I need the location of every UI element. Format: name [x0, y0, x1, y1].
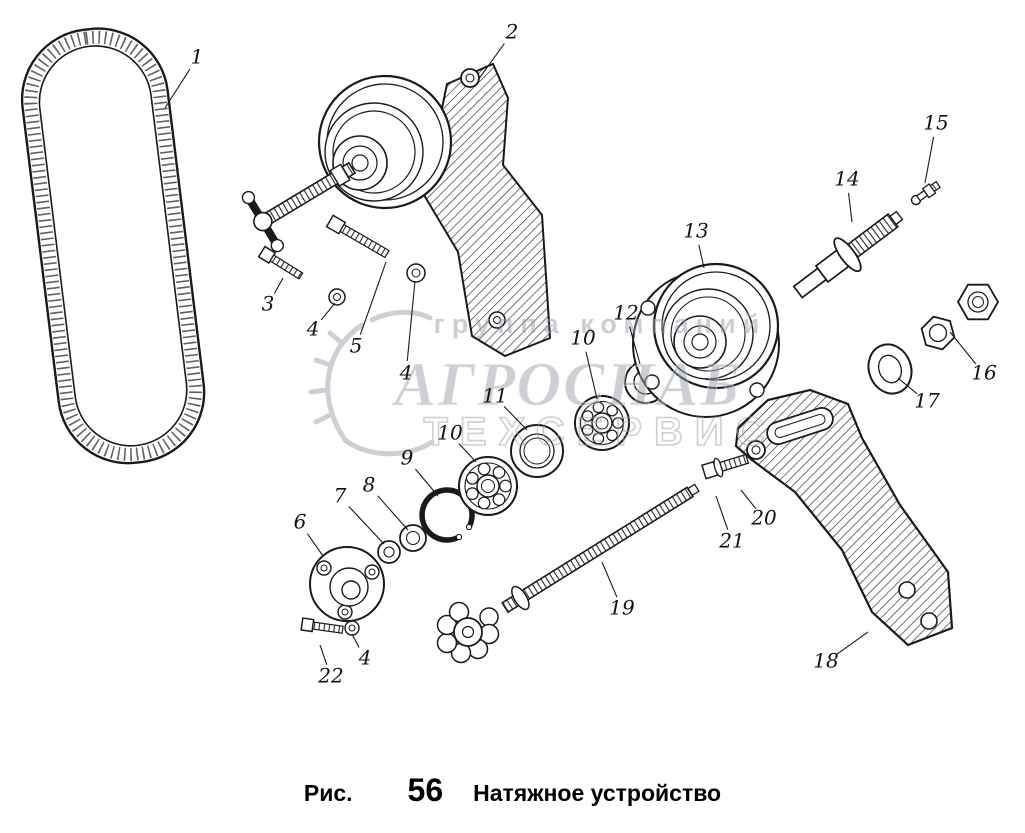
- washer-17: [867, 343, 913, 395]
- leader-line-10: [585, 351, 598, 400]
- callout-label-15: 15: [923, 111, 948, 135]
- leader-line-16: [949, 331, 977, 365]
- leader-line-17: [897, 377, 918, 395]
- callout-label-1: 1: [191, 45, 204, 69]
- pulley-13: [632, 262, 780, 418]
- callout-label-18: 18: [813, 649, 838, 673]
- callout-label-4: 4: [306, 317, 320, 341]
- leader-line-20: [740, 489, 757, 510]
- leader-line-2: [477, 43, 505, 81]
- leader-line-3: [273, 277, 284, 294]
- star-knob: [436, 601, 500, 664]
- watermark: группа компаний АГРОСНАБ ТЕХСЕРВИС: [308, 309, 776, 457]
- caption-title: Натяжное устройство: [473, 780, 722, 806]
- callout-label-17: 17: [914, 389, 940, 413]
- bearing-10b: [574, 395, 630, 451]
- watermark-laurel-icon: [308, 309, 435, 457]
- callout-label-13: 13: [683, 219, 708, 243]
- leader-line-21: [715, 495, 729, 530]
- callout-label-12: 12: [613, 301, 638, 325]
- washer-7: [377, 540, 401, 564]
- nut-16b: [956, 283, 1000, 321]
- callout-label-19: 19: [609, 596, 635, 620]
- leader-line-9: [414, 468, 439, 497]
- callout-label-4: 4: [358, 646, 372, 670]
- callout-label-7: 7: [334, 484, 347, 508]
- leader-line-6: [306, 533, 324, 557]
- leader-line-22: [319, 644, 328, 665]
- callout-label-4: 4: [399, 361, 413, 385]
- adjusting-screw: [241, 161, 357, 253]
- figure-number: 56: [407, 772, 444, 808]
- callout-label-10: 10: [570, 326, 596, 350]
- leader-line-1: [164, 68, 191, 109]
- v-belt: [20, 27, 206, 465]
- watermark-sub-text: ТЕХСЕРВИС: [423, 410, 776, 454]
- leader-line-4: [320, 302, 336, 321]
- leader-line-7: [348, 506, 385, 545]
- shaft-14: [792, 210, 904, 299]
- left-bracket: [422, 62, 552, 358]
- stud-19: [501, 483, 700, 614]
- bolt-22: [300, 617, 344, 634]
- washer-4a: [328, 288, 346, 306]
- nut-16a: [920, 315, 956, 351]
- caption-label: Рис.: [303, 780, 353, 806]
- leader-line-14: [847, 192, 853, 223]
- callout-label-20: 20: [750, 506, 777, 530]
- callout-label-5: 5: [350, 334, 363, 358]
- leader-line-15: [924, 136, 935, 184]
- bolt-3: [257, 245, 304, 280]
- leader-line-4: [351, 633, 360, 648]
- grease-fitting-15: [910, 180, 941, 206]
- washer-4b: [406, 263, 426, 283]
- flange-6: [309, 546, 385, 622]
- bolt-20-21: [701, 453, 750, 480]
- leader-line-11: [503, 405, 528, 431]
- watermark-main-text: АГРОСНАБ: [391, 351, 742, 419]
- leader-line-18: [836, 631, 869, 655]
- figure-caption: Рис. 56 Натяжное устройство: [0, 772, 1025, 809]
- leader-line-8: [377, 495, 409, 531]
- leader-line-13: [698, 244, 705, 269]
- callout-label-10: 10: [437, 421, 463, 445]
- leader-line-5: [359, 261, 387, 335]
- leader-line-12: [628, 326, 641, 365]
- callout-label-2: 2: [505, 20, 519, 44]
- callout-label-3: 3: [262, 292, 275, 316]
- callout-label-21: 21: [718, 529, 744, 553]
- leader-line-4: [406, 280, 416, 362]
- right-bracket: [734, 388, 954, 647]
- callout-label-11: 11: [482, 384, 507, 408]
- bolt-5: [325, 214, 390, 259]
- callout-label-9: 9: [401, 446, 414, 470]
- washer-4c: [344, 620, 360, 636]
- watermark-top-text: группа компаний: [434, 309, 767, 339]
- leader-line-19: [601, 561, 618, 598]
- callout-label-16: 16: [971, 361, 997, 385]
- leader-line-10: [458, 443, 477, 463]
- bearing-10a: [458, 456, 518, 516]
- callout-label-6: 6: [294, 510, 307, 534]
- left-pulley: [317, 74, 453, 210]
- callout-label-22: 22: [317, 664, 343, 688]
- callout-label-8: 8: [363, 473, 376, 497]
- seal-11: [510, 424, 564, 478]
- callout-label-14: 14: [834, 167, 859, 191]
- ring-8: [399, 524, 427, 552]
